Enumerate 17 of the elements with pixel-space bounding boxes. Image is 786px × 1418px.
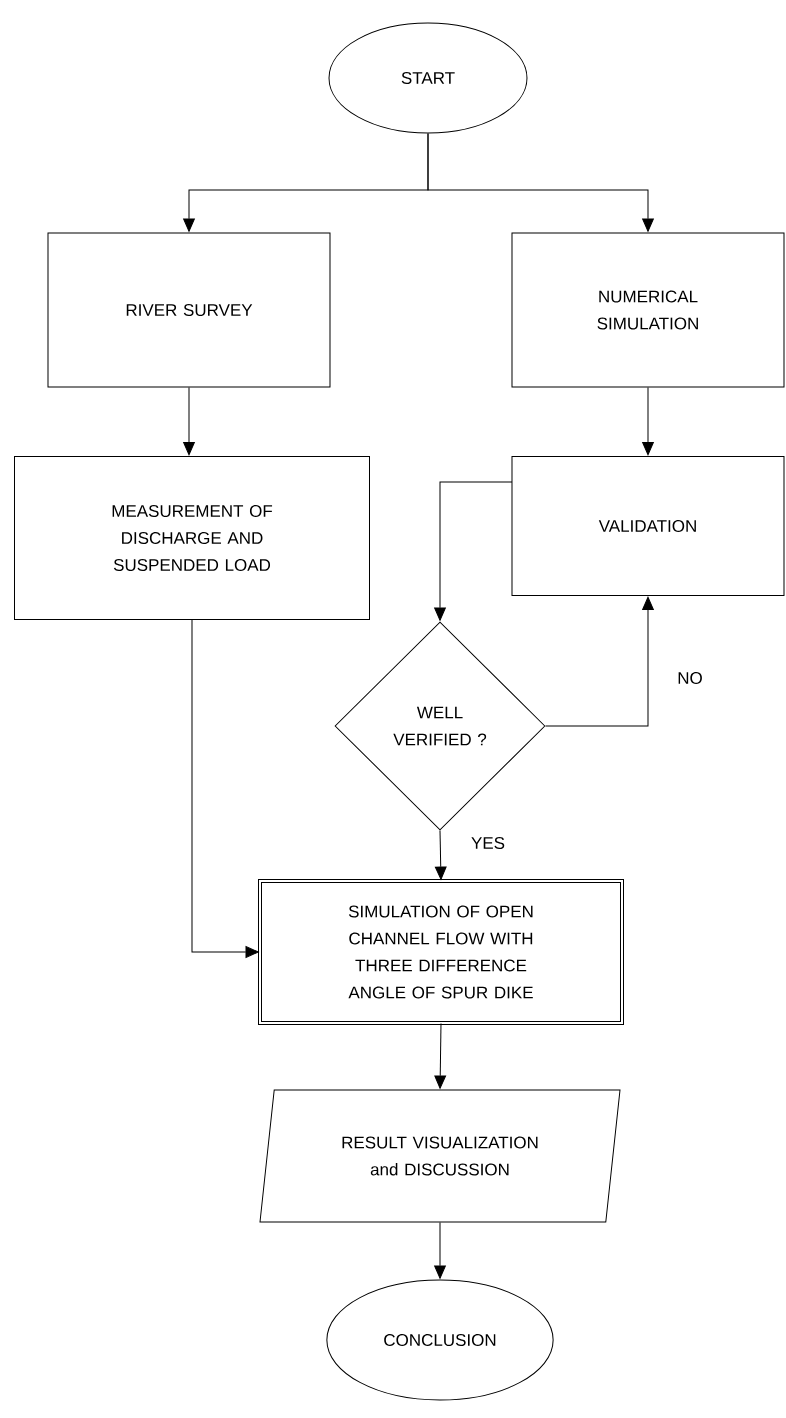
arrow bbox=[191, 619, 259, 958]
edge-label: YES bbox=[469, 835, 507, 852]
arrow bbox=[434, 830, 447, 880]
arrow bbox=[427, 133, 654, 232]
data-parallelogram: RESULT VISUALIZATION and DISCUSSION bbox=[259, 1089, 621, 1223]
arrow bbox=[183, 387, 195, 456]
process-box: RIVER SURVEY bbox=[47, 232, 331, 388]
arrow bbox=[434, 1222, 446, 1279]
process-box: SIMULATION OF OPEN CHANNEL FLOW WITH THREE DIFFERENCE ANGLE OF SPUR DIKE bbox=[258, 879, 624, 1025]
arrow bbox=[434, 1023, 447, 1089]
process-box: VALIDATION bbox=[511, 456, 785, 596]
arrow bbox=[545, 596, 654, 727]
process-box: NUMERICAL SIMULATION bbox=[511, 232, 785, 388]
arrow bbox=[434, 481, 513, 621]
edge-label: NO bbox=[675, 670, 705, 687]
process-box: MEASUREMENT OF DISCHARGE AND SUSPENDED LOAD bbox=[14, 456, 370, 620]
arrow bbox=[642, 387, 654, 456]
